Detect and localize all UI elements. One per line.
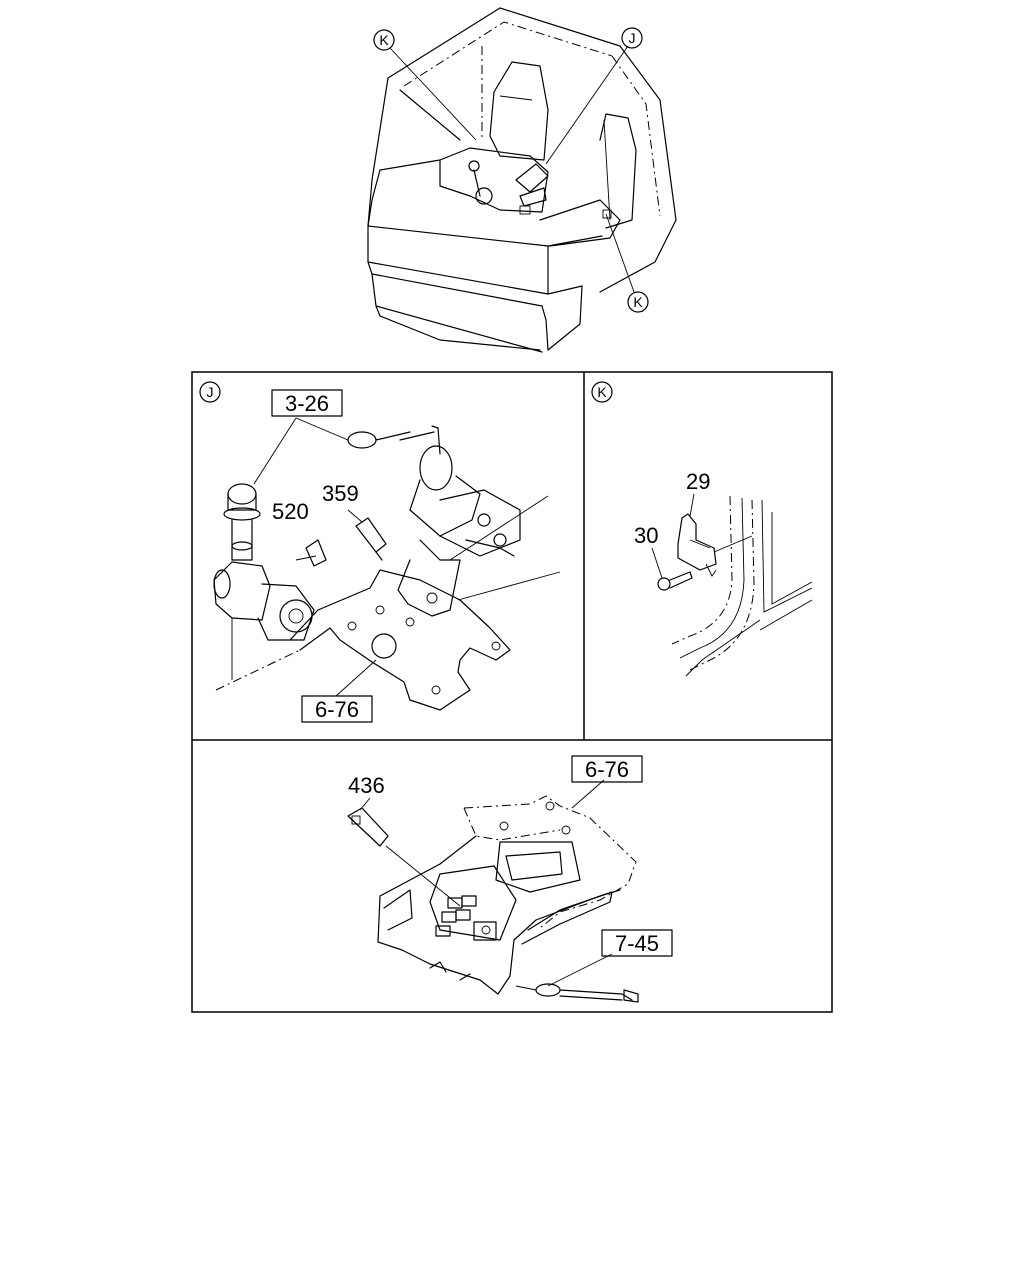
cab-overview-illustration <box>367 7 677 353</box>
ref-box-6-76-panel-j: 6-76 <box>301 695 373 723</box>
part-number-29: 29 <box>686 469 710 494</box>
svg-text:K: K <box>633 294 643 310</box>
svg-text:6-76: 6-76 <box>315 697 359 722</box>
svg-text:3-26: 3-26 <box>285 391 329 416</box>
panel-j-illustration <box>213 417 561 711</box>
ref-box-7-45: 7-45 <box>601 929 673 957</box>
detail-frame <box>191 371 833 1013</box>
panel-k-illustration <box>651 493 813 677</box>
ref-box-6-76-bottom: 6-76 <box>571 755 643 783</box>
part-number-359: 359 <box>322 481 359 506</box>
console-illustration <box>347 779 639 1003</box>
svg-text:6-76: 6-76 <box>585 757 629 782</box>
callout-k-top: K <box>373 29 395 51</box>
panel-j-callout: J <box>199 381 221 403</box>
ref-box-3-26: 3-26 <box>271 389 343 417</box>
svg-text:K: K <box>597 384 607 400</box>
svg-text:7-45: 7-45 <box>615 931 659 956</box>
callout-j: J <box>621 27 643 49</box>
part-number-30: 30 <box>634 523 658 548</box>
panel-k-callout: K <box>591 381 613 403</box>
svg-text:J: J <box>629 30 636 46</box>
callout-k-bottom: K <box>627 291 649 313</box>
part-number-520: 520 <box>272 499 309 524</box>
part-number-436: 436 <box>348 773 385 798</box>
svg-text:K: K <box>379 32 389 48</box>
svg-text:J: J <box>207 384 214 400</box>
